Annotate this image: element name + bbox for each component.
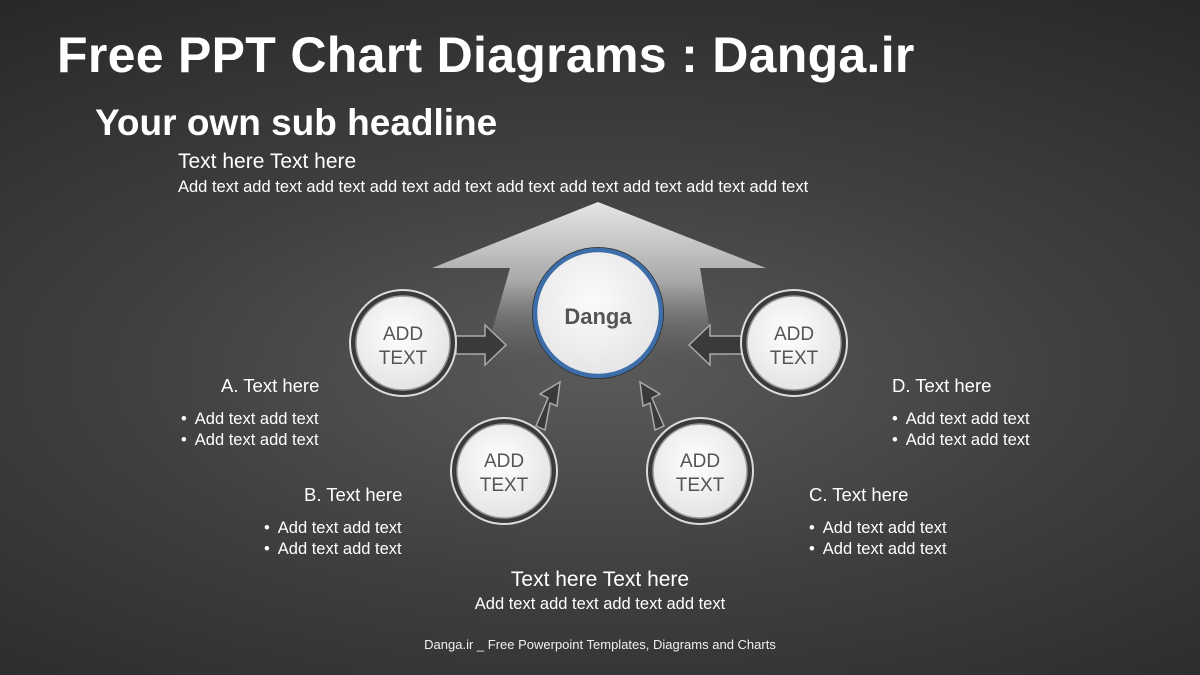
arrow-c-icon: [639, 380, 665, 432]
node-b: ADD TEXT: [450, 417, 558, 525]
arrow-d-icon: [687, 323, 745, 367]
section-c-bullets: Add text add text Add text add text: [809, 518, 947, 560]
node-d: ADD TEXT: [740, 289, 848, 397]
bullet-item: Add text add text: [181, 430, 319, 451]
center-label: Danga: [564, 304, 632, 329]
node-a: ADD TEXT: [349, 289, 457, 397]
node-d-line1: ADD: [774, 324, 814, 345]
node-b-line2: TEXT: [480, 475, 529, 496]
footer-text: Danga.ir _ Free Powerpoint Templates, Di…: [424, 637, 776, 652]
section-b-heading: B. Text here: [304, 484, 403, 505]
section-a-bullets: Add text add text Add text add text: [181, 409, 319, 451]
bullet-item: Add text add text: [892, 409, 1030, 430]
bullet-item: Add text add text: [892, 430, 1030, 451]
page-title: Free PPT Chart Diagrams : Danga.ir: [57, 27, 915, 83]
node-c-line2: TEXT: [676, 475, 725, 496]
node-c: ADD TEXT: [646, 417, 754, 525]
bullet-item: Add text add text: [181, 409, 319, 430]
section-d-bullets: Add text add text Add text add text: [892, 409, 1030, 451]
section-c-heading: C. Text here: [809, 484, 909, 505]
node-c-line1: ADD: [680, 451, 720, 472]
bullet-item: Add text add text: [809, 518, 947, 539]
bullet-item: Add text add text: [264, 539, 402, 560]
arrow-a-icon: [455, 323, 508, 367]
section-a-heading: A. Text here: [221, 375, 320, 396]
section-d-heading: D. Text here: [892, 375, 992, 396]
bullet-item: Add text add text: [809, 539, 947, 560]
node-b-line1: ADD: [484, 451, 524, 472]
node-a-line1: ADD: [383, 324, 423, 345]
page-subtitle: Your own sub headline: [95, 102, 498, 143]
top-block-heading: Text here Text here: [178, 150, 357, 173]
bottom-block-body: Add text add text add text add text: [474, 595, 726, 613]
arrow-b-icon: [535, 380, 561, 432]
center-node: Danga: [532, 247, 664, 379]
top-block-body: Add text add text add text add text add …: [178, 178, 809, 196]
node-a-line2: TEXT: [379, 348, 428, 369]
bullet-item: Add text add text: [264, 518, 402, 539]
node-d-line2: TEXT: [770, 348, 819, 369]
bottom-block-heading: Text here Text here: [510, 568, 690, 591]
section-b-bullets: Add text add text Add text add text: [264, 518, 402, 560]
